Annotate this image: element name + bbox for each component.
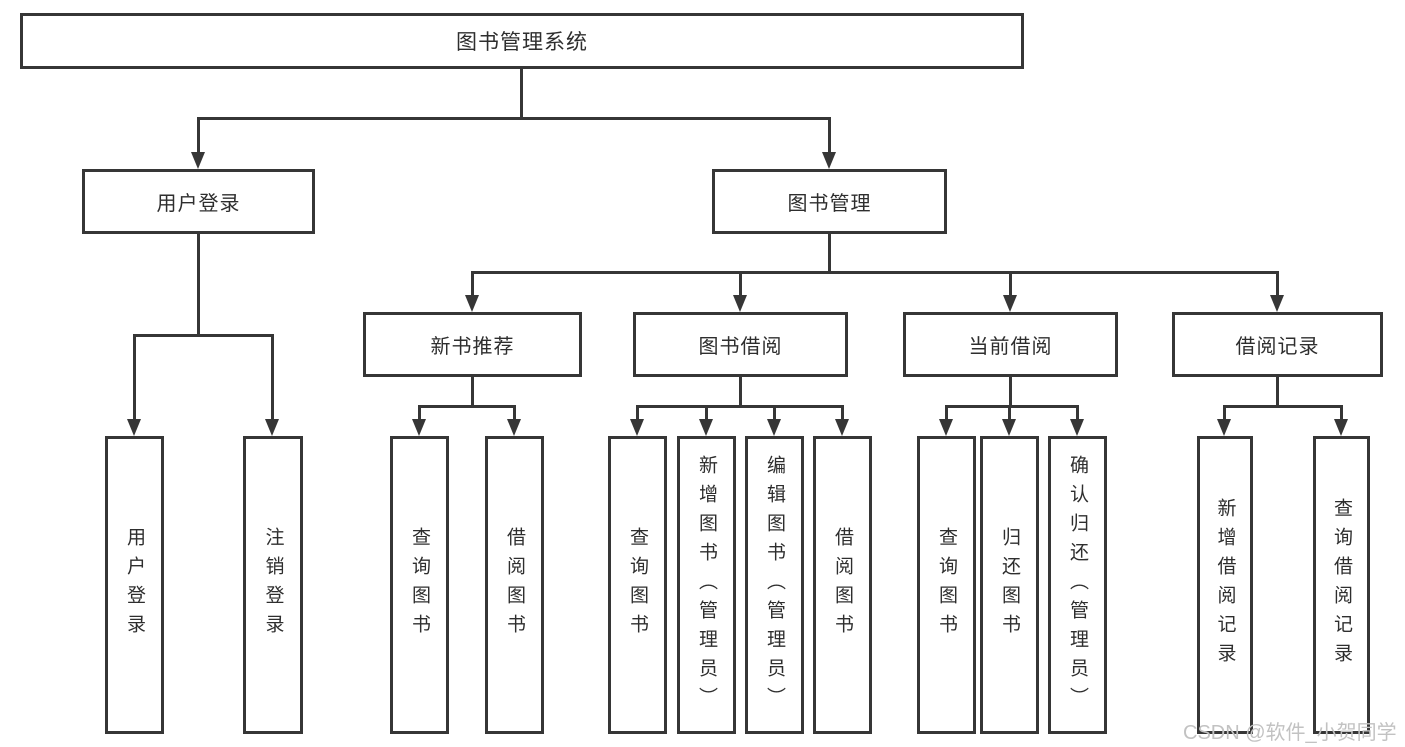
- arrow-to-records-add: [1217, 408, 1231, 436]
- leaf-borrow-query-books: 查询图书: [608, 436, 667, 734]
- connector-user-login-hline: [133, 334, 274, 337]
- leaf-records-query-label: 查询借阅记录: [1331, 498, 1352, 672]
- arrow-to-current-confirm-return: [1070, 408, 1084, 436]
- leaf-rec-borrow-books: 借阅图书: [485, 436, 544, 734]
- watermark-text: CSDN @软件_小贺同学: [1183, 722, 1397, 744]
- arrow-to-rec-query-books: [412, 408, 426, 436]
- leaf-borrow-borrow-books: 借阅图书: [813, 436, 872, 734]
- arrow-to-new-book-recommend: [465, 274, 479, 312]
- arrow-to-borrow-borrow-books: [835, 408, 849, 436]
- leaf-logout: 注销登录: [243, 436, 303, 734]
- leaf-current-confirm-return-label: 确认归还（管理员）: [1067, 454, 1088, 716]
- leaf-borrow-add-books-label: 新增图书（管理员）: [696, 454, 717, 716]
- node-user-login-label: 用户登录: [156, 193, 241, 215]
- arrow-to-borrow-query-books: [630, 408, 644, 436]
- node-current-borrowing: 当前借阅: [903, 312, 1118, 377]
- leaf-logout-label: 注销登录: [262, 527, 284, 643]
- node-new-book-recommend: 新书推荐: [363, 312, 582, 377]
- arrow-to-rec-borrow-books: [507, 408, 521, 436]
- connector-recommend-hline: [418, 405, 516, 408]
- connector-records-vline: [1276, 376, 1279, 408]
- node-current-borrowing-label: 当前借阅: [968, 336, 1053, 358]
- connector-current-hline: [945, 405, 1079, 408]
- leaf-user-login-label: 用户登录: [124, 527, 145, 643]
- connector-borrowing-hline: [636, 405, 844, 408]
- leaf-records-query: 查询借阅记录: [1313, 436, 1370, 734]
- leaf-current-return-books: 归还图书: [980, 436, 1039, 734]
- arrow-to-current-query-books: [939, 408, 953, 436]
- connector-book-management-hline: [471, 271, 1279, 274]
- connector-recommend-vline: [471, 376, 474, 408]
- leaf-records-add-label: 新增借阅记录: [1214, 498, 1236, 672]
- node-book-borrowing-label: 图书借阅: [698, 336, 783, 358]
- arrow-to-borrow-add-books: [699, 408, 713, 436]
- leaf-rec-borrow-books-label: 借阅图书: [504, 527, 525, 643]
- arrow-to-current-return-books: [1002, 408, 1016, 436]
- arrow-to-records-query: [1334, 408, 1348, 436]
- connector-user-login-vline: [197, 233, 200, 337]
- leaf-borrow-query-books-label: 查询图书: [627, 527, 648, 643]
- leaf-current-query-books: 查询图书: [917, 436, 976, 734]
- arrow-to-leaf-logout: [265, 337, 279, 436]
- node-borrowing-records-label: 借阅记录: [1235, 336, 1320, 358]
- arrow-to-borrowing-records: [1270, 274, 1284, 312]
- node-new-book-recommend-label: 新书推荐: [430, 336, 515, 358]
- arrow-to-book-management: [822, 120, 836, 169]
- arrow-to-borrow-edit-books: [767, 408, 781, 436]
- arrow-to-current-borrowing: [1003, 274, 1017, 312]
- leaf-records-add: 新增借阅记录: [1197, 436, 1253, 734]
- leaf-rec-query-books: 查询图书: [390, 436, 449, 734]
- leaf-borrow-add-books: 新增图书（管理员）: [677, 436, 736, 734]
- arrow-to-leaf-user-login: [127, 337, 141, 436]
- node-book-borrowing: 图书借阅: [633, 312, 848, 377]
- node-root-label: 图书管理系统: [456, 31, 588, 54]
- leaf-borrow-borrow-books-label: 借阅图书: [832, 527, 853, 643]
- node-borrowing-records: 借阅记录: [1172, 312, 1383, 377]
- connector-root-vline: [520, 68, 523, 120]
- leaf-current-return-books-label: 归还图书: [999, 527, 1020, 643]
- leaf-rec-query-books-label: 查询图书: [409, 527, 430, 643]
- connector-records-hline: [1223, 405, 1343, 408]
- leaf-current-query-books-label: 查询图书: [936, 527, 957, 643]
- leaf-borrow-edit-books-label: 编辑图书（管理员）: [764, 454, 785, 716]
- leaf-borrow-edit-books: 编辑图书（管理员）: [745, 436, 804, 734]
- connector-borrowing-vline: [739, 376, 742, 408]
- node-book-management: 图书管理: [712, 169, 947, 234]
- leaf-user-login: 用户登录: [105, 436, 164, 734]
- connector-current-vline: [1009, 376, 1012, 408]
- connector-book-management-vline: [828, 233, 831, 274]
- arrow-to-user-login: [191, 120, 205, 169]
- node-book-management-label: 图书管理: [787, 193, 872, 215]
- connector-root-hline: [197, 117, 831, 120]
- node-root: 图书管理系统: [20, 13, 1024, 69]
- leaf-current-confirm-return: 确认归还（管理员）: [1048, 436, 1107, 734]
- arrow-to-book-borrowing: [733, 274, 747, 312]
- node-user-login: 用户登录: [82, 169, 315, 234]
